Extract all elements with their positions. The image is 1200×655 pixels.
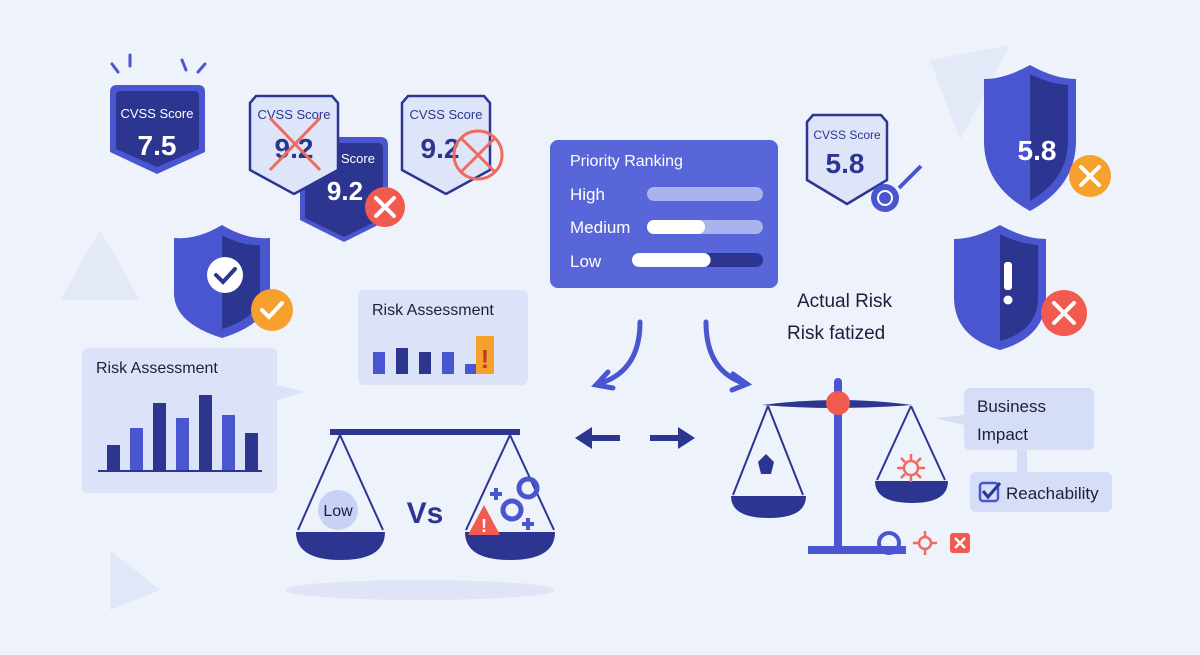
bg-triangle (60, 230, 140, 300)
checkbox-icon (978, 481, 1000, 503)
priority-label-low: Low (570, 252, 602, 271)
priority-label-medium: Medium (570, 218, 630, 237)
badge-label: CVSS Score (258, 107, 331, 122)
exclamation-icon (1004, 262, 1012, 290)
gear-icon (500, 498, 524, 522)
shadow (285, 580, 555, 600)
badge-value: 9.2 (327, 176, 363, 206)
curved-arrow-icon (591, 319, 753, 393)
panel-title: Priority Ranking (570, 153, 683, 170)
virus-icon (897, 454, 925, 482)
badge-label: CVSS Score (410, 107, 483, 122)
target-icon (871, 184, 899, 212)
bar (176, 418, 189, 470)
alert-icon (476, 336, 494, 374)
bar (107, 445, 120, 470)
cvss-badge-9-2-crossed: CVSS Score 9.2 (248, 94, 340, 196)
bug-icon (758, 454, 774, 474)
risk-assessment-card-mid: Risk Assessment ! (358, 290, 528, 385)
shield-score: 5.8 (1018, 135, 1057, 166)
card-title: Risk Assessment (372, 302, 494, 319)
priority-ranking-panel: Priority Ranking High Medium Low (550, 140, 778, 288)
pan-label: Low (323, 503, 353, 520)
business-impact-line1: Business (977, 397, 1046, 416)
bar (465, 364, 477, 374)
cvss-badge-5-8: CVSS Score 5.8 (805, 113, 923, 212)
risk-fatized-label: Risk fatized (787, 323, 885, 344)
bar (245, 433, 258, 470)
bg-triangle (930, 45, 1010, 140)
vs-label: Vs (407, 497, 444, 530)
badge-label: CVSS Score (121, 106, 194, 121)
priority-bar-high (647, 187, 763, 201)
alert-mark: ! (481, 344, 490, 374)
gear-icon (516, 476, 540, 500)
badge-value: 7.5 (138, 130, 177, 161)
risk-assessment-card-left: Risk Assessment (82, 348, 305, 493)
warning-icon (468, 505, 500, 535)
orange-check-icon (251, 289, 293, 331)
bar (130, 428, 143, 470)
reachability-label: Reachability (1006, 484, 1099, 503)
shield-alert (954, 225, 1087, 350)
bg-triangle (110, 550, 160, 610)
priority-label-high: High (570, 185, 605, 204)
bar (373, 352, 385, 374)
sparkle-icon (110, 53, 207, 74)
check-icon (207, 257, 243, 293)
shield-5-8: 5.8 (984, 65, 1111, 211)
cross-icon (268, 116, 322, 172)
badge-label: CVSS Score (813, 128, 881, 142)
virus-icon (913, 531, 937, 555)
business-impact-box: Business Impact (935, 388, 1094, 474)
card-title: Risk Assessment (96, 360, 218, 377)
badge-value: 5.8 (826, 148, 865, 179)
bar (153, 403, 166, 470)
badge-label: Score (341, 151, 375, 166)
cvss-badge-9-2-rejected: CVSS Score 9.2 (400, 94, 504, 196)
bar (419, 352, 431, 374)
actual-risk-label: Actual Risk (797, 291, 893, 312)
bar (396, 348, 408, 374)
gear-icon (877, 531, 901, 555)
double-arrow-icon (575, 427, 695, 449)
bar (199, 395, 212, 470)
scale-left: Low Vs ! (296, 429, 555, 560)
scale-right (731, 378, 970, 555)
reachability-box: Reachability (970, 472, 1112, 512)
svg-text:!: ! (481, 516, 487, 536)
business-impact-line2: Impact (977, 425, 1028, 444)
shield-check (174, 225, 293, 338)
circle-x-icon (452, 129, 504, 181)
bar (222, 415, 235, 470)
cvss-badge-7-5: CVSS Score 7.5 (110, 85, 205, 174)
bar (442, 352, 454, 374)
